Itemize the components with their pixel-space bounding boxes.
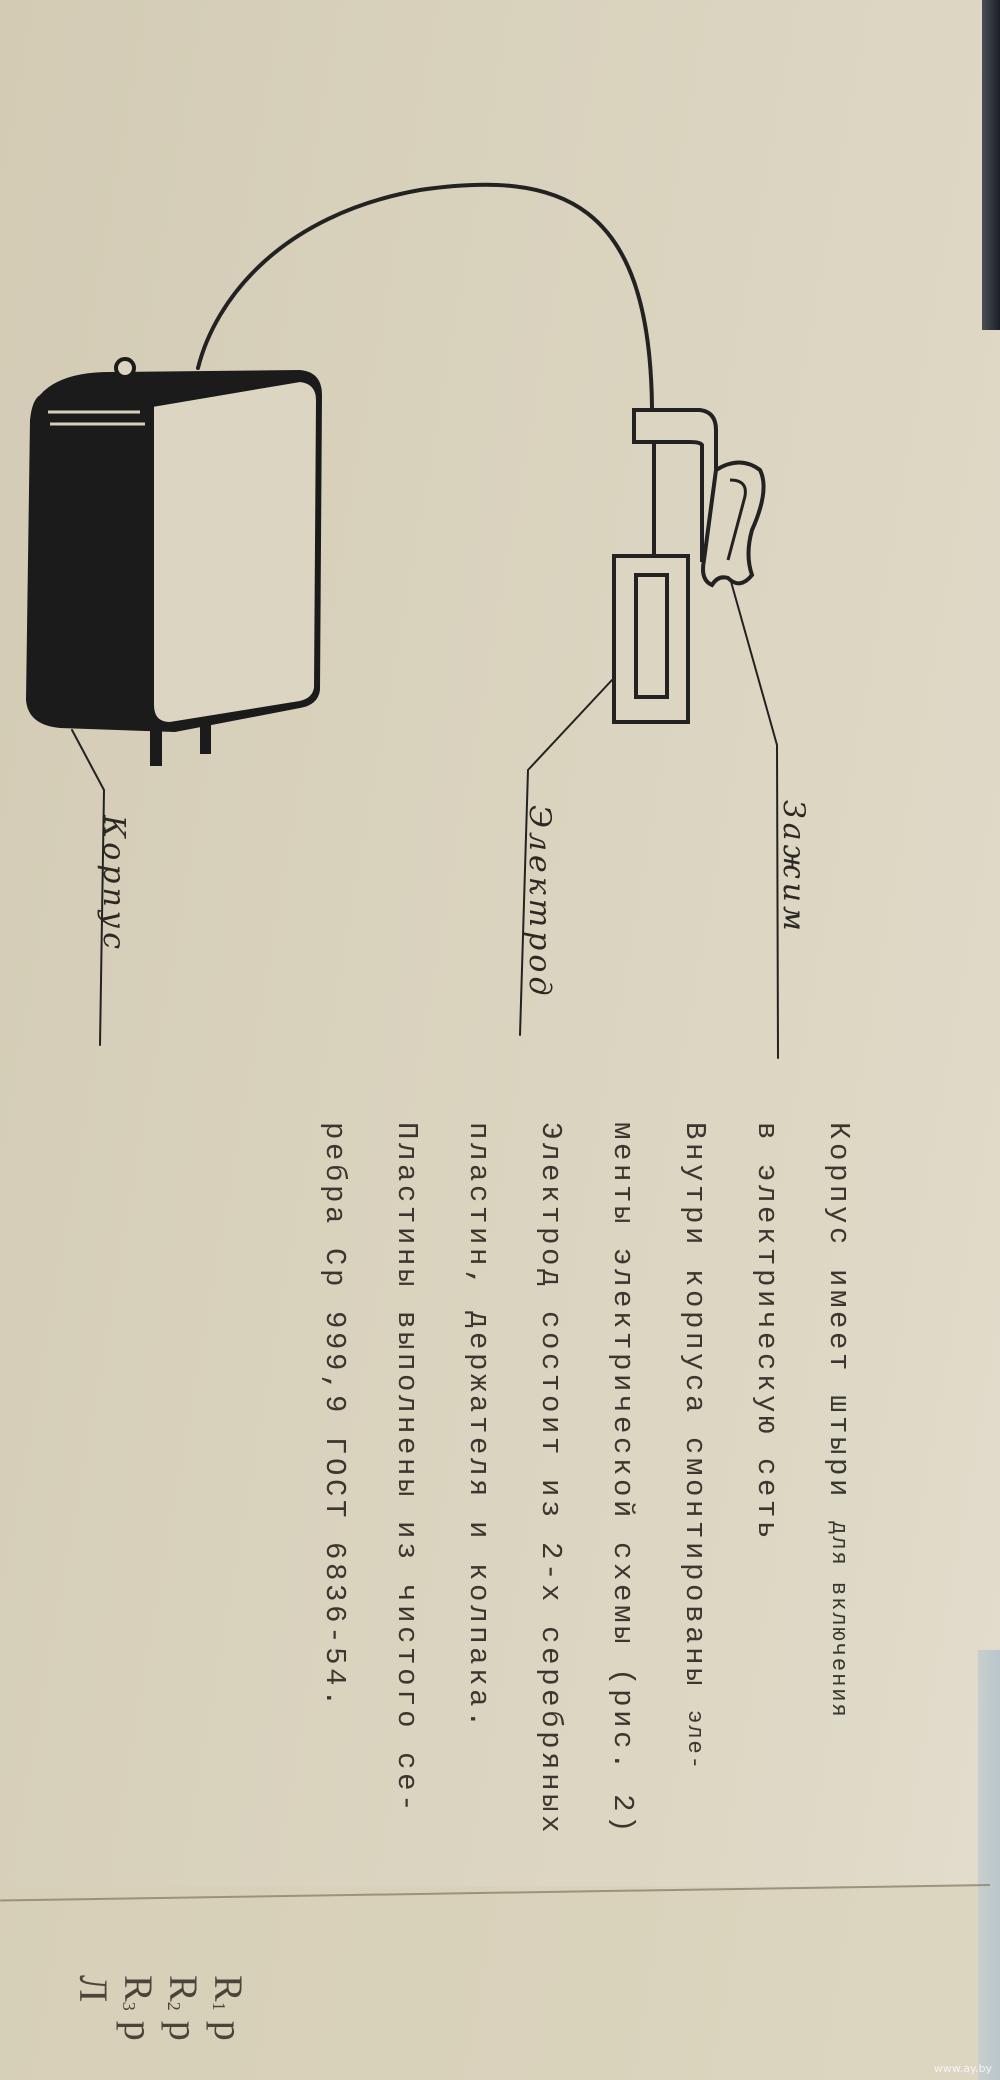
background-surface (978, 1650, 1000, 2080)
background-shadow (982, 0, 1000, 330)
electrode-holder-icon (632, 408, 766, 588)
text-line: Пластины выполнены из чистого се- (390, 1122, 423, 1816)
electrode-label: Электрод (522, 805, 557, 1000)
text-line: менты электрической схемы (рис. 2) (606, 1122, 639, 1837)
clamp-label: Зажим (776, 800, 811, 935)
text-line: ребра Ср 999,9 ГОСТ 6836-54. (318, 1122, 351, 1711)
clamp-leader-line (729, 577, 779, 1059)
text-line: Внутри корпуса смонтированы эле- (678, 1122, 711, 1771)
text-line: в электрическую сеть (750, 1122, 783, 1543)
description-text: Корпус имеет штыри для включения в элект… (298, 1122, 874, 1836)
text-line: пластин, держателя и колпака. (462, 1122, 495, 1732)
housing-leader-line (71, 729, 106, 1046)
watermark: www.ay.by (933, 2062, 992, 2075)
next-page-line: Л (71, 1975, 116, 2003)
next-page-line: R3 р (116, 1975, 161, 2041)
text-line: Электрод состоит из 2-х серебряных (534, 1122, 567, 1837)
electrode-icon (612, 554, 690, 724)
clamp-icon (701, 460, 766, 588)
text-line: Корпус имеет штыри для включения (822, 1122, 855, 1719)
power-cable (196, 182, 654, 410)
next-page-line: R2 р (161, 1975, 206, 2041)
housing-icon (26, 357, 322, 766)
housing-label: Корпус (96, 815, 131, 954)
electrode-leader-line (519, 679, 613, 1036)
next-page-line: R1 р (206, 1975, 251, 2041)
next-page-sheet (0, 1886, 985, 2080)
